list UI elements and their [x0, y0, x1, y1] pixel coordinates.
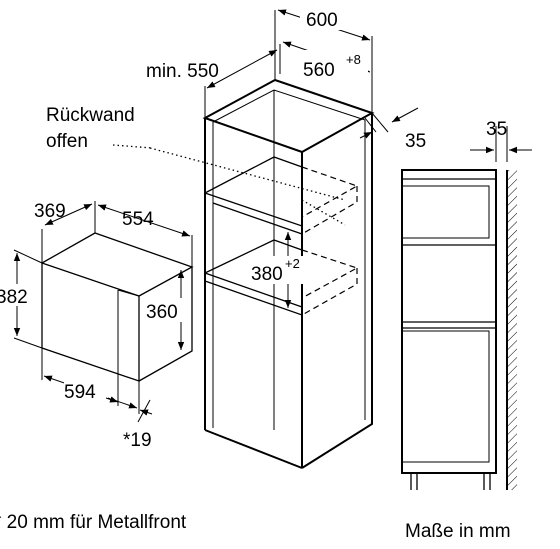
dim-label-594: 594: [64, 382, 96, 403]
dim-label-550: min. 550: [146, 61, 219, 82]
rear-wall-pointer: [149, 147, 346, 201]
dim-line-35-back-b: [359, 131, 373, 139]
dim-label-380: 380: [251, 264, 283, 285]
cabinet-bottom: [204, 429, 303, 469]
dimension-19: *19: [105, 396, 153, 451]
cabinet-inner-left: [212, 89, 366, 428]
dim-label-360: 360: [146, 302, 178, 323]
units-note: Maße in mm: [405, 521, 511, 542]
metal-front-note: * 20 mm für Metallfront: [0, 512, 187, 533]
microwave-door: [117, 289, 140, 374]
dim-label-369: 369: [34, 201, 66, 222]
dim-label-600: 600: [306, 10, 338, 31]
side-view-drawing: [401, 126, 517, 490]
dimension-369: 369: [34, 201, 93, 226]
cabinet-drawing: [149, 10, 375, 469]
dim-line-19-right: [139, 409, 153, 416]
side-shelf: [402, 321, 496, 329]
dim-line-550: [206, 49, 278, 89]
dim-tol-560: +8: [346, 52, 361, 67]
cabinet-top: [202, 78, 375, 154]
dim-tol-380: +2: [285, 256, 300, 271]
rear-wall-line1: Rückwand: [46, 105, 135, 126]
side-wall-hatch: [507, 170, 517, 490]
dim-label-19: *19: [123, 430, 152, 451]
dimension-35-side: 35: [470, 119, 532, 154]
dimension-382: 382: [0, 253, 40, 336]
rear-wall-pointer-2: [301, 199, 346, 226]
dim-label-554: 554: [122, 209, 154, 230]
dim-label-35-side: 35: [486, 119, 507, 140]
niche-upper-dashed: [301, 166, 359, 235]
cabinet-right-side: [301, 113, 373, 469]
dimension-380: 380 +2: [248, 232, 318, 308]
shelf-upper: [204, 156, 303, 235]
dimension-560: 560 +8: [282, 41, 371, 81]
microwave-top-face: [41, 232, 194, 297]
dim-line-554: [97, 204, 191, 237]
dim-label-560: 560: [303, 60, 335, 81]
side-cabinet-outline: [401, 169, 497, 474]
side-microwave-box: [402, 178, 497, 246]
rear-wall-note: Rückwand offen: [46, 105, 153, 152]
side-lower-inner: [402, 330, 490, 463]
dimension-min-550: min. 550: [146, 49, 278, 89]
dimension-600: 600: [277, 6, 371, 41]
rear-wall-line2: offen: [46, 131, 88, 152]
dim-line-369: [44, 203, 93, 226]
dimension-35-back: 35: [359, 107, 426, 152]
dim-line-19-left: [105, 396, 119, 403]
dim-label-382: 382: [0, 287, 28, 308]
side-plinth: [410, 473, 491, 490]
dimension-360: 360: [145, 270, 189, 350]
side-microwave-inner: [402, 185, 490, 239]
niche-lower-dashed: [301, 249, 359, 316]
dim-line-35-back-a: [391, 107, 419, 123]
dimension-554: 554: [97, 204, 191, 237]
dimension-594: 594: [43, 375, 138, 409]
microwave-front-face: [41, 262, 140, 382]
dim-label-35-back: 35: [405, 131, 426, 152]
microwave-right-face: [138, 267, 193, 382]
